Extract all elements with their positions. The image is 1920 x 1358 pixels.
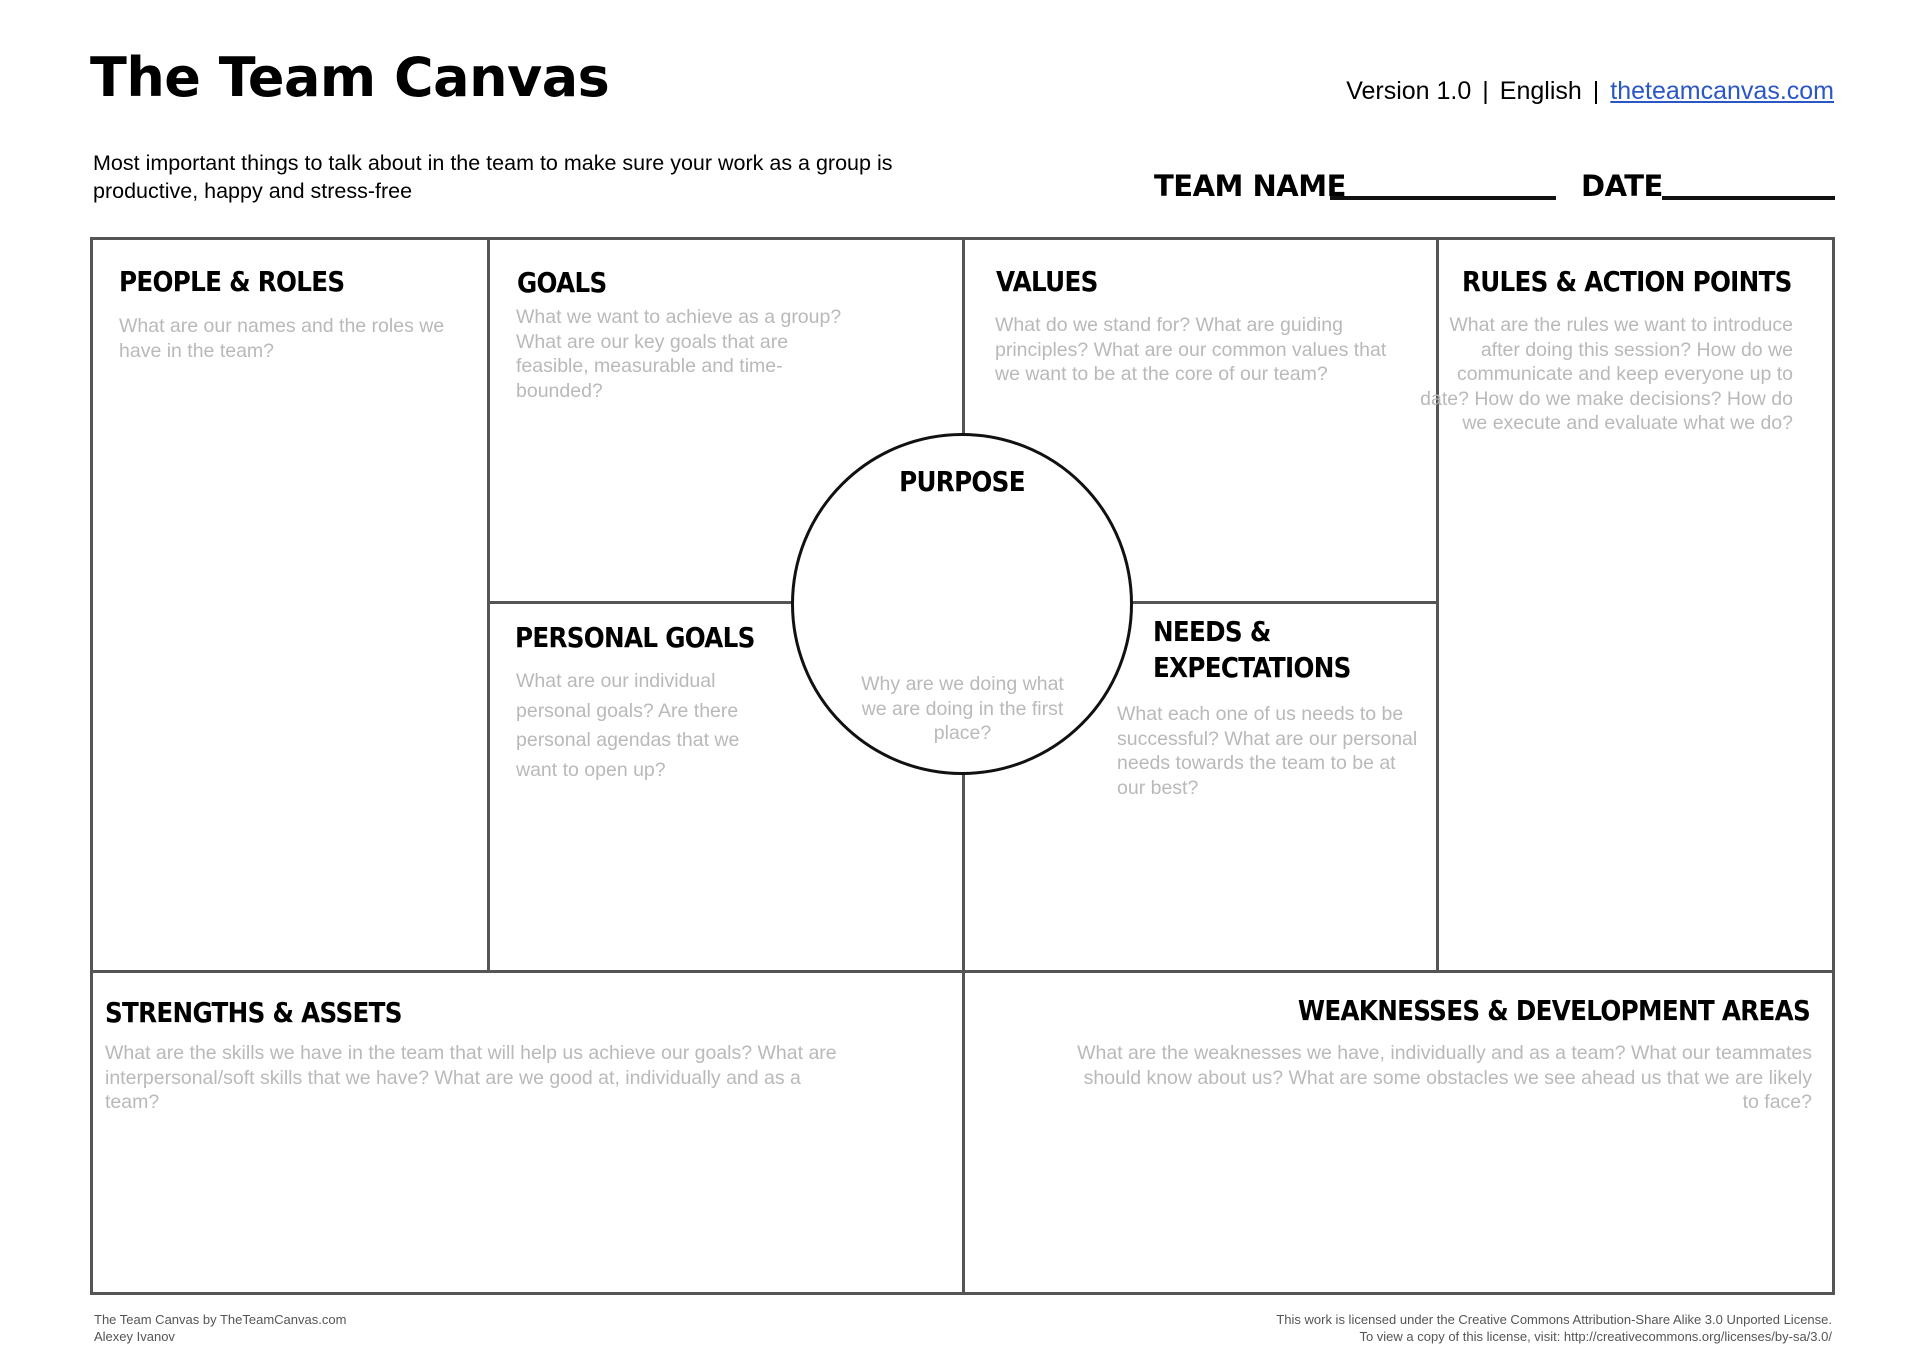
- needs-title: EXPECTATIONS: [1153, 651, 1351, 684]
- needs-title: NEEDS &: [1153, 615, 1271, 648]
- website-link[interactable]: theteamcanvas.com: [1610, 77, 1834, 105]
- grid-divider: [489, 601, 964, 604]
- footer-author: Alexey Ivanov: [94, 1329, 175, 1344]
- goals-hint: What we want to achieve as a group? What…: [516, 306, 842, 402]
- rules-title: RULES & ACTION POINTS: [1462, 265, 1792, 298]
- strengths-hint: What are the skills we have in the team …: [105, 1042, 837, 1113]
- purpose-hint: Why are we doing what we are doing in th…: [861, 673, 1064, 744]
- goals-title: GOALS: [517, 266, 607, 299]
- purpose-circle: [791, 433, 1133, 775]
- rules-hint: What are the rules we want to introduce …: [1420, 314, 1793, 434]
- header-meta: Version 1.0 | English | theteamcanvas.com: [1346, 76, 1834, 106]
- separator: |: [1482, 77, 1489, 105]
- footer-license: This work is licensed under the Creative…: [1276, 1312, 1832, 1327]
- team-name-label: TEAM NAME: [1154, 169, 1346, 203]
- footer-left: The Team Canvas by TheTeamCanvas.com Ale…: [94, 1311, 346, 1345]
- grid-divider: [90, 970, 1835, 973]
- grid-divider: [487, 237, 490, 971]
- weaknesses-title: WEAKNESSES & DEVELOPMENT AREAS: [1297, 994, 1811, 1027]
- version-label: Version 1.0: [1346, 77, 1472, 105]
- page-title: The Team Canvas: [90, 46, 610, 109]
- personal-goals-title: PERSONAL GOALS: [515, 621, 755, 654]
- values-hint: What do we stand for? What are guiding p…: [995, 314, 1387, 385]
- people-roles-title: PEOPLE & ROLES: [119, 265, 345, 298]
- date-field[interactable]: [1662, 196, 1835, 200]
- separator: |: [1592, 77, 1600, 105]
- people-roles-hint: What are our names and the roles we have…: [119, 315, 445, 362]
- team-name-field[interactable]: [1330, 196, 1556, 200]
- purpose-title: PURPOSE: [899, 465, 1025, 498]
- footer-credit: The Team Canvas by TheTeamCanvas.com: [94, 1312, 347, 1327]
- needs-hint: What each one of us needs to be successf…: [1117, 703, 1418, 799]
- footer-right: This work is licensed under the Creative…: [1276, 1311, 1832, 1345]
- date-label: DATE: [1581, 169, 1663, 203]
- footer-license-link: To view a copy of this license, visit: h…: [1359, 1329, 1832, 1344]
- language-label: English: [1499, 77, 1582, 105]
- grid-divider: [964, 601, 1438, 604]
- strengths-title: STRENGTHS & ASSETS: [105, 996, 402, 1029]
- personal-goals-hint: What are our individual personal goals? …: [516, 670, 740, 781]
- page-subtitle: Most important things to talk about in t…: [93, 151, 893, 203]
- grid-divider: [1436, 237, 1439, 971]
- values-title: VALUES: [996, 265, 1098, 298]
- weaknesses-hint: What are the weaknesses we have, individ…: [1077, 1042, 1812, 1113]
